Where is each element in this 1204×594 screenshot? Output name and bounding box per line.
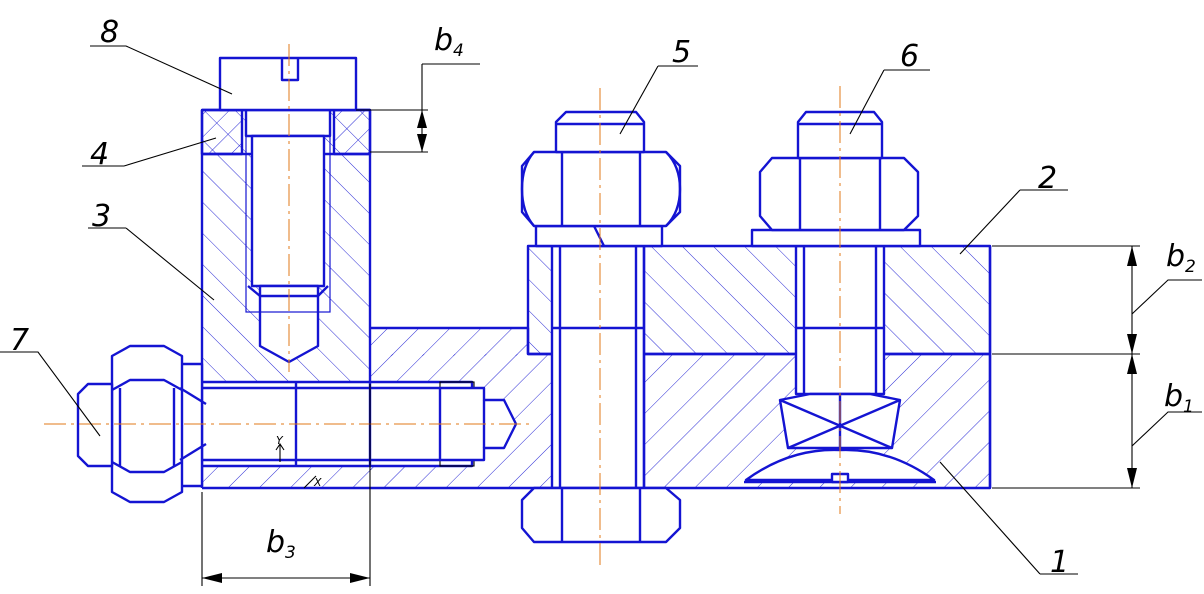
dimension-labels: b1 b2 b3 b4 — [266, 23, 1196, 563]
bushing — [200, 108, 372, 156]
dim-b2: b2 — [1166, 239, 1196, 277]
dimension-lines — [201, 63, 1202, 586]
label-part-4: 4 — [90, 137, 109, 172]
svg-text:Y: Y — [276, 434, 284, 447]
label-part-2: 2 — [1038, 161, 1057, 196]
label-part-6: 6 — [900, 39, 919, 74]
center-lines — [44, 44, 841, 570]
label-part-5: 5 — [672, 35, 691, 70]
label-part-8: 8 — [100, 15, 119, 50]
cap-screw — [218, 56, 358, 364]
label-part-3: 3 — [92, 199, 111, 234]
dim-b3: b3 — [266, 525, 296, 563]
dim-b4: b4 — [434, 23, 464, 61]
ucs-marker: Y X — [275, 434, 322, 489]
dim-b1: b1 — [1164, 379, 1194, 417]
label-part-7: 7 — [10, 323, 29, 358]
leader-lines — [0, 45, 1078, 575]
svg-text:X: X — [313, 476, 322, 489]
label-part-1: 1 — [1050, 545, 1069, 580]
part-labels: 1 2 3 4 5 6 7 8 — [10, 15, 1069, 580]
